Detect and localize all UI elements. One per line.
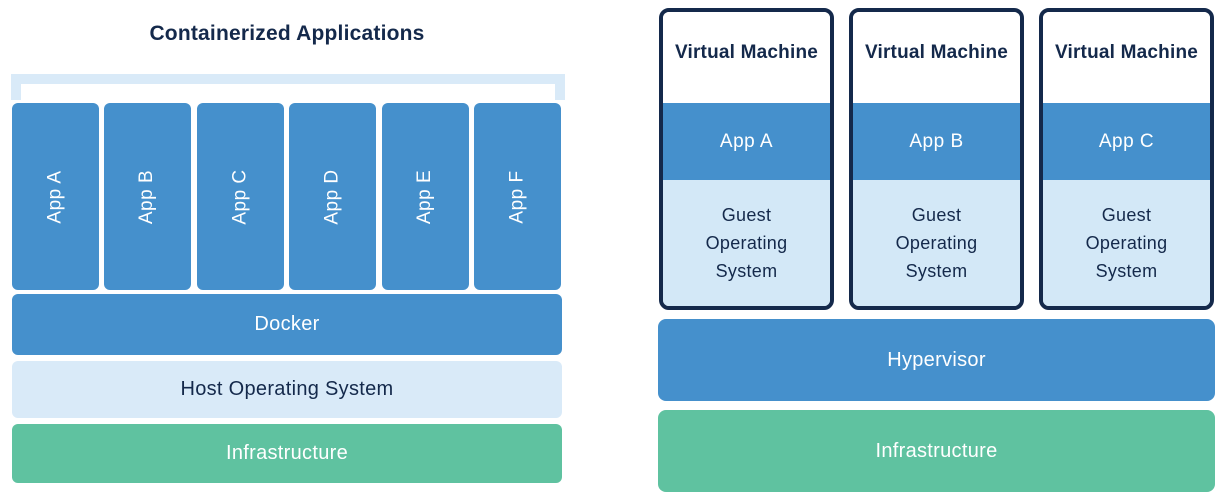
vm-2-app: App B [853,103,1020,180]
host-operating-system-layer: Host Operating System [12,361,562,418]
container-app-e: App E [382,103,469,290]
container-app-f: App F [474,103,561,290]
container-app-a: App A [12,103,99,290]
vm-1-guest-os: Guest Operating System [663,180,830,306]
virtual-machine-1: Virtual Machine App A Guest Operating Sy… [659,8,834,310]
hypervisor-layer: Hypervisor [658,319,1215,401]
containers-top-bracket [11,74,565,100]
container-app-b-label: App B [136,169,158,224]
infrastructure-layer-right: Infrastructure [658,410,1215,492]
container-app-d-label: App D [321,168,343,225]
container-app-c-label: App C [229,168,251,225]
vm-1-app: App A [663,103,830,180]
vm-3-guest-os: Guest Operating System [1043,180,1210,306]
virtual-machine-3-title: Virtual Machine [1043,12,1210,103]
container-app-a-label: App A [44,169,66,224]
vm-3-app: App C [1043,103,1210,180]
container-app-f-label: App F [506,169,528,224]
container-app-b: App B [104,103,191,290]
virtual-machine-1-title: Virtual Machine [663,12,830,103]
container-app-d: App D [289,103,376,290]
container-app-c: App C [197,103,284,290]
virtual-machine-3: Virtual Machine App C Guest Operating Sy… [1039,8,1214,310]
container-app-e-label: App E [414,169,436,224]
vm-2-guest-os: Guest Operating System [853,180,1020,306]
docker-layer: Docker [12,294,562,355]
virtual-machine-2-title: Virtual Machine [853,12,1020,103]
infrastructure-layer-left: Infrastructure [12,424,562,483]
virtual-machine-2: Virtual Machine App B Guest Operating Sy… [849,8,1024,310]
containerized-applications-title: Containerized Applications [149,22,425,45]
